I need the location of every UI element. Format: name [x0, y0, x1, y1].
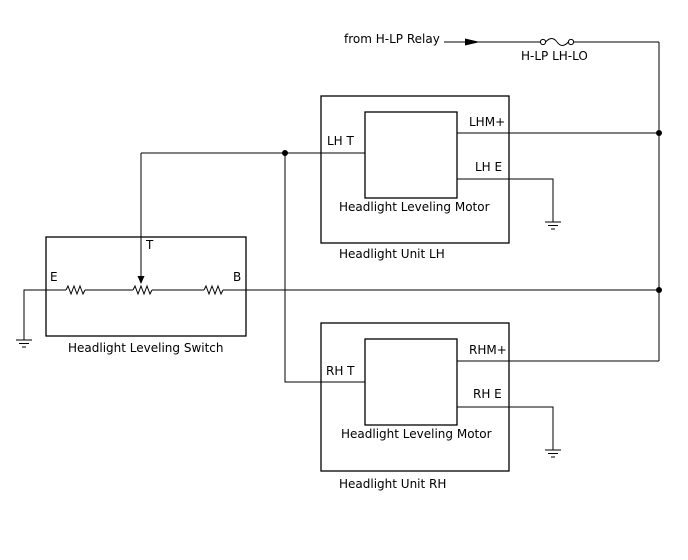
resistor-icon-e [65, 284, 86, 296]
leveling-switch-box [45, 236, 247, 337]
rh-t-pin-label: RH T [326, 364, 355, 378]
leveling-motor-rh-label: Headlight Leveling Motor [341, 427, 492, 441]
rhm-plus-pin-label: RHM+ [469, 343, 507, 357]
headlight-unit-lh-label: Headlight Unit LH [339, 247, 445, 261]
resistor-icon-t [132, 284, 153, 296]
source-label: from H-LP Relay [344, 32, 440, 46]
ground-icon-switch [16, 339, 32, 348]
ground-icon-lh [545, 221, 561, 230]
resistor-icon-b [203, 284, 224, 296]
leveling-motor-lh-box [364, 111, 458, 199]
lh-e-pin-label: LH E [475, 160, 502, 174]
headlight-unit-lh-box [320, 95, 510, 244]
leveling-motor-rh-box [364, 338, 458, 426]
ground-icon-rh [545, 449, 561, 458]
headlight-unit-rh-label: Headlight Unit RH [339, 477, 446, 491]
lh-t-pin-label: LH T [327, 134, 355, 148]
supply-arrow-icon [465, 38, 480, 46]
wiper-arrow-icon [137, 276, 145, 284]
leveling-switch-label: Headlight Leveling Switch [68, 341, 224, 355]
lh-e-wire [457, 178, 554, 222]
fuse-icon [539, 38, 575, 46]
switch-pin-b-label: B [233, 270, 241, 284]
rh-e-pin-label: RH E [473, 387, 502, 401]
rh-e-wire [457, 406, 554, 450]
switch-e-wire [23, 289, 46, 340]
leveling-motor-lh-label: Headlight Leveling Motor [339, 200, 490, 214]
headlight-unit-rh-box [320, 322, 510, 472]
lhm-plus-pin-label: LHM+ [469, 115, 505, 129]
switch-pin-e-label: E [50, 270, 58, 284]
switch-pin-t-label: T [145, 238, 154, 252]
fuse-label: H-LP LH-LO [521, 49, 588, 63]
t-signal-wire-rh [284, 153, 365, 383]
